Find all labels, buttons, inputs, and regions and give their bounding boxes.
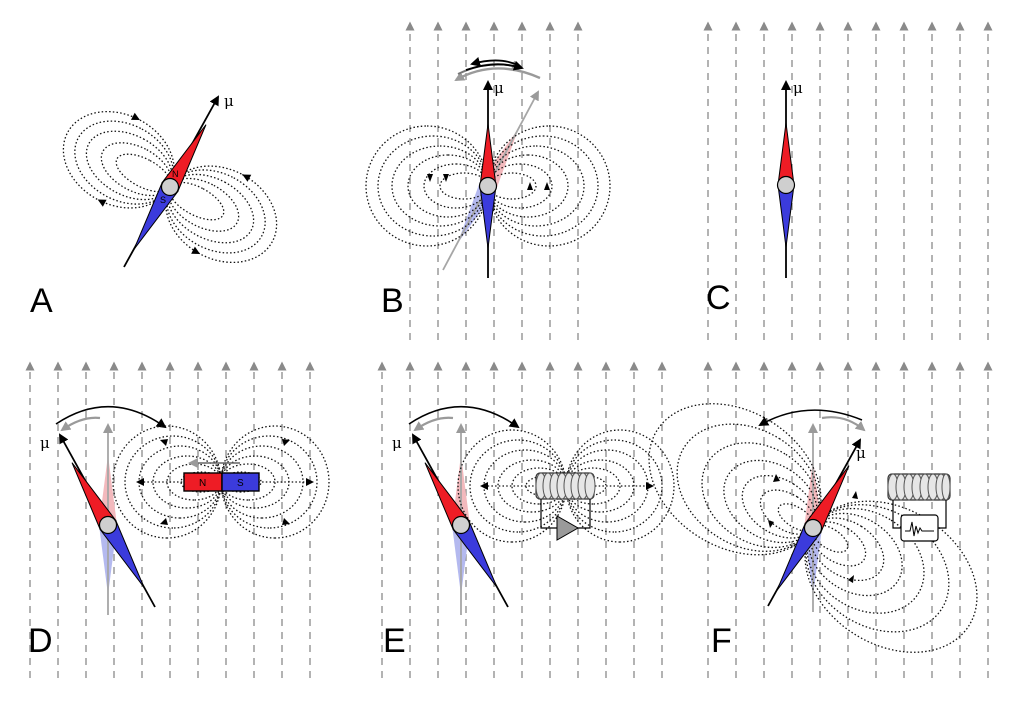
mu-label-a: μ: [224, 92, 234, 110]
mu-label-d: μ: [40, 434, 50, 452]
compass-pivot-a: [160, 177, 180, 197]
compass-pivot-f: [803, 518, 823, 538]
amplifier-icon: [556, 515, 580, 541]
panel-label-c: C: [706, 279, 731, 317]
bar-magnet-north-label: N: [199, 478, 206, 489]
external-field-lines: [25, 21, 993, 678]
bar-magnet-d: N S: [183, 472, 260, 492]
rotation-arrow-black-d: [55, 405, 167, 429]
needle-north-label-a: N: [172, 169, 179, 179]
precession-arrow-grey-f: [821, 416, 866, 432]
rotation-arrow-grey-d: [60, 416, 101, 432]
panel-label-d: D: [28, 622, 53, 660]
panel-label-b: B: [381, 282, 404, 320]
panel-b: μ B: [365, 56, 611, 320]
mu-label-c: μ: [793, 79, 803, 97]
pickup-coil-f: [887, 473, 951, 501]
panel-d: μ N S D: [28, 405, 330, 660]
bar-magnet-south-label: S: [237, 478, 244, 489]
panel-c: μ C: [706, 79, 803, 317]
rotation-arrow-grey-e: [413, 416, 454, 432]
oscilloscope-icon: [900, 514, 939, 542]
compass-pivot-b: [478, 176, 498, 196]
panel-label-f: F: [711, 622, 732, 660]
mu-label-f: μ: [856, 444, 866, 462]
compass-pivot-d: [98, 515, 118, 535]
compass-pivot-e: [451, 515, 471, 535]
compass-pivot-c: [776, 175, 796, 195]
rotation-arrow-black-e: [408, 405, 520, 429]
pickup-coil-e: [535, 472, 596, 500]
panel-f: μ F: [648, 403, 978, 660]
needle-south-label-a: S: [160, 195, 166, 205]
precession-arrow-black-b: [465, 60, 524, 71]
panel-label-e: E: [383, 622, 406, 660]
panel-label-a: A: [30, 282, 53, 320]
coil-circuit-wire-f: [892, 500, 947, 529]
mu-label-b: μ: [494, 79, 504, 97]
panel-e: μ: [383, 405, 675, 660]
precession-arrow-black-f: [758, 409, 863, 426]
precession-arrow-grey-b: [454, 67, 541, 82]
panel-a: N S μ A: [30, 92, 278, 320]
mu-label-e: μ: [392, 434, 402, 452]
